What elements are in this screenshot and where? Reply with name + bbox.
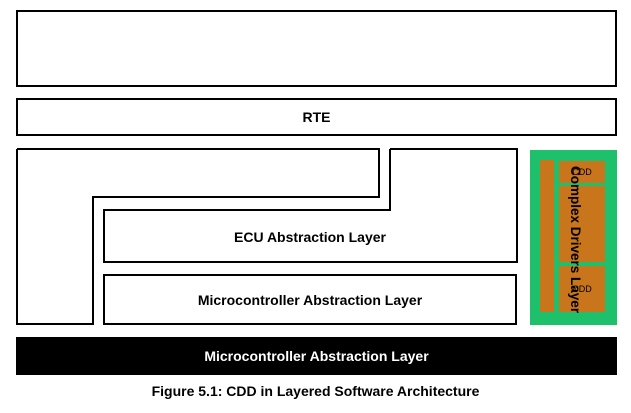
cdd-bottom-box: CDD [559, 266, 605, 312]
ecu-abstraction-label: ECU Abstraction Layer [234, 228, 386, 245]
microcontroller-bar: Microcontroller Abstraction Layer [16, 337, 617, 375]
cdd-top-label: CDD [572, 167, 592, 177]
figure-caption: Figure 5.1: CDD in Layered Software Arch… [151, 383, 480, 399]
mcal-upper-label: Microcontroller Abstraction Layer [197, 291, 423, 308]
cdd-top-box: CDD [559, 161, 605, 183]
complex-drivers-label: Complex Drivers Layer [568, 166, 583, 314]
ecu-abstraction-layer-box: ECU Abstraction Layer [103, 212, 517, 261]
rte-layer-box: RTE [16, 98, 617, 136]
complex-drivers-label-wrap: Complex Drivers Layer [548, 160, 602, 320]
microcontroller-abstraction-layer-box: Microcontroller Abstraction Layer [103, 274, 517, 325]
rte-label: RTE [302, 109, 331, 125]
cdd-left-strip [540, 160, 554, 312]
mcal-bottom-label: Microcontroller Abstraction Layer [204, 348, 429, 364]
cdd-middle-box [559, 186, 605, 262]
application-layer-box [16, 10, 617, 87]
cdd-bottom-label: CDD [572, 284, 592, 294]
